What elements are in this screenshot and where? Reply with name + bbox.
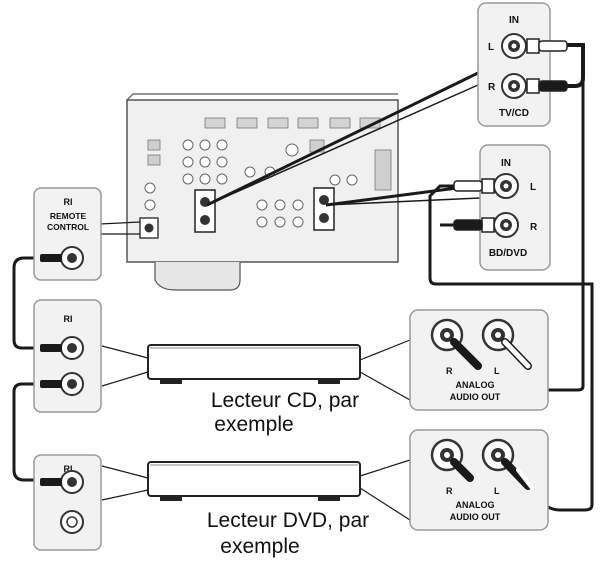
dvd-ri-label: RI — [64, 464, 73, 474]
cd-analog-out-panel: R L ANALOG AUDIO OUT — [409, 309, 549, 411]
dvd-caption-line2: exemple — [220, 535, 299, 558]
tvcd-r-label: R — [488, 82, 496, 93]
bddvd-r-label: R — [530, 222, 538, 233]
receiver-jack-cluster — [144, 139, 358, 228]
cd-out-l-label: L — [494, 366, 500, 376]
remote-control-line1: REMOTE — [50, 211, 87, 221]
receiver-top-ports — [204, 117, 381, 129]
receiver-rear-panel — [126, 93, 399, 291]
cd-player — [147, 344, 361, 384]
tvcd-l-label: L — [488, 42, 494, 53]
cd-caption-line2: exemple — [214, 413, 293, 436]
dvd-analog-out-panel: R L ANALOG AUDIO OUT — [409, 429, 549, 531]
cd-analog-line1: ANALOG — [456, 380, 495, 390]
dvd-out-r-label: R — [446, 486, 453, 496]
tvcd-input-panel: IN L R TV/CD — [477, 2, 568, 127]
dvd-analog-line2: AUDIO OUT — [450, 512, 501, 522]
cd-caption-line1: Lecteur CD, par — [211, 389, 359, 412]
bddvd-label: BD/DVD — [489, 248, 527, 259]
bddvd-l-label: L — [530, 182, 536, 193]
receiver-remote-panel: RI REMOTE CONTROL — [33, 187, 102, 281]
cd-out-r-label: R — [446, 366, 453, 376]
dvd-out-l-label: L — [494, 486, 500, 496]
receiver-tvcd-input — [194, 189, 216, 233]
bddvd-input-panel: IN L R BD/DVD — [453, 144, 551, 271]
ri-label: RI — [64, 197, 73, 207]
receiver-bddvd-input — [313, 187, 335, 231]
tvcd-in-label: IN — [509, 15, 519, 26]
dvd-caption-line1: Lecteur DVD, par — [207, 509, 369, 532]
dvd-player — [147, 461, 361, 501]
bddvd-in-label: IN — [501, 158, 511, 169]
cd-ri-panel: RI — [33, 299, 102, 413]
dvd-analog-line1: ANALOG — [456, 500, 495, 510]
cd-analog-line2: AUDIO OUT — [450, 392, 501, 402]
cd-ri-label: RI — [64, 314, 73, 324]
remote-control-line2: CONTROL — [47, 222, 89, 232]
dvd-ri-panel: RI — [33, 454, 102, 551]
tvcd-label: TV/CD — [499, 108, 529, 119]
